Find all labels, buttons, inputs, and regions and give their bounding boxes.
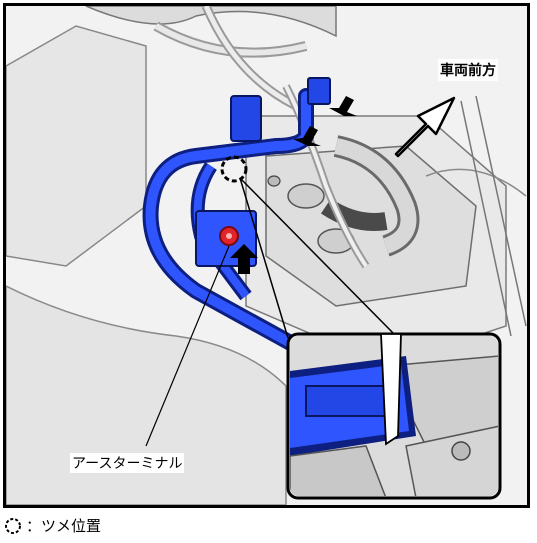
figure-frame: 車両前方 アースターミナル: [3, 3, 530, 508]
arrow-icon: [230, 96, 357, 274]
legend-text: ：ツメ位置: [26, 517, 102, 535]
dashed-circle-icon: [5, 517, 21, 534]
leader-line: [145, 245, 230, 447]
clip-position-marker: [220, 155, 248, 183]
ground-terminal-label: アースターミナル: [70, 453, 185, 473]
ground-terminal: [219, 226, 239, 246]
engine-bay-illustration: [6, 6, 527, 505]
vehicle-front-arrow-icon: [394, 96, 456, 158]
vehicle-front-label: 車両前方: [438, 59, 498, 81]
magnified-detail-view: [286, 332, 502, 500]
legend: ：ツメ位置: [4, 515, 101, 536]
